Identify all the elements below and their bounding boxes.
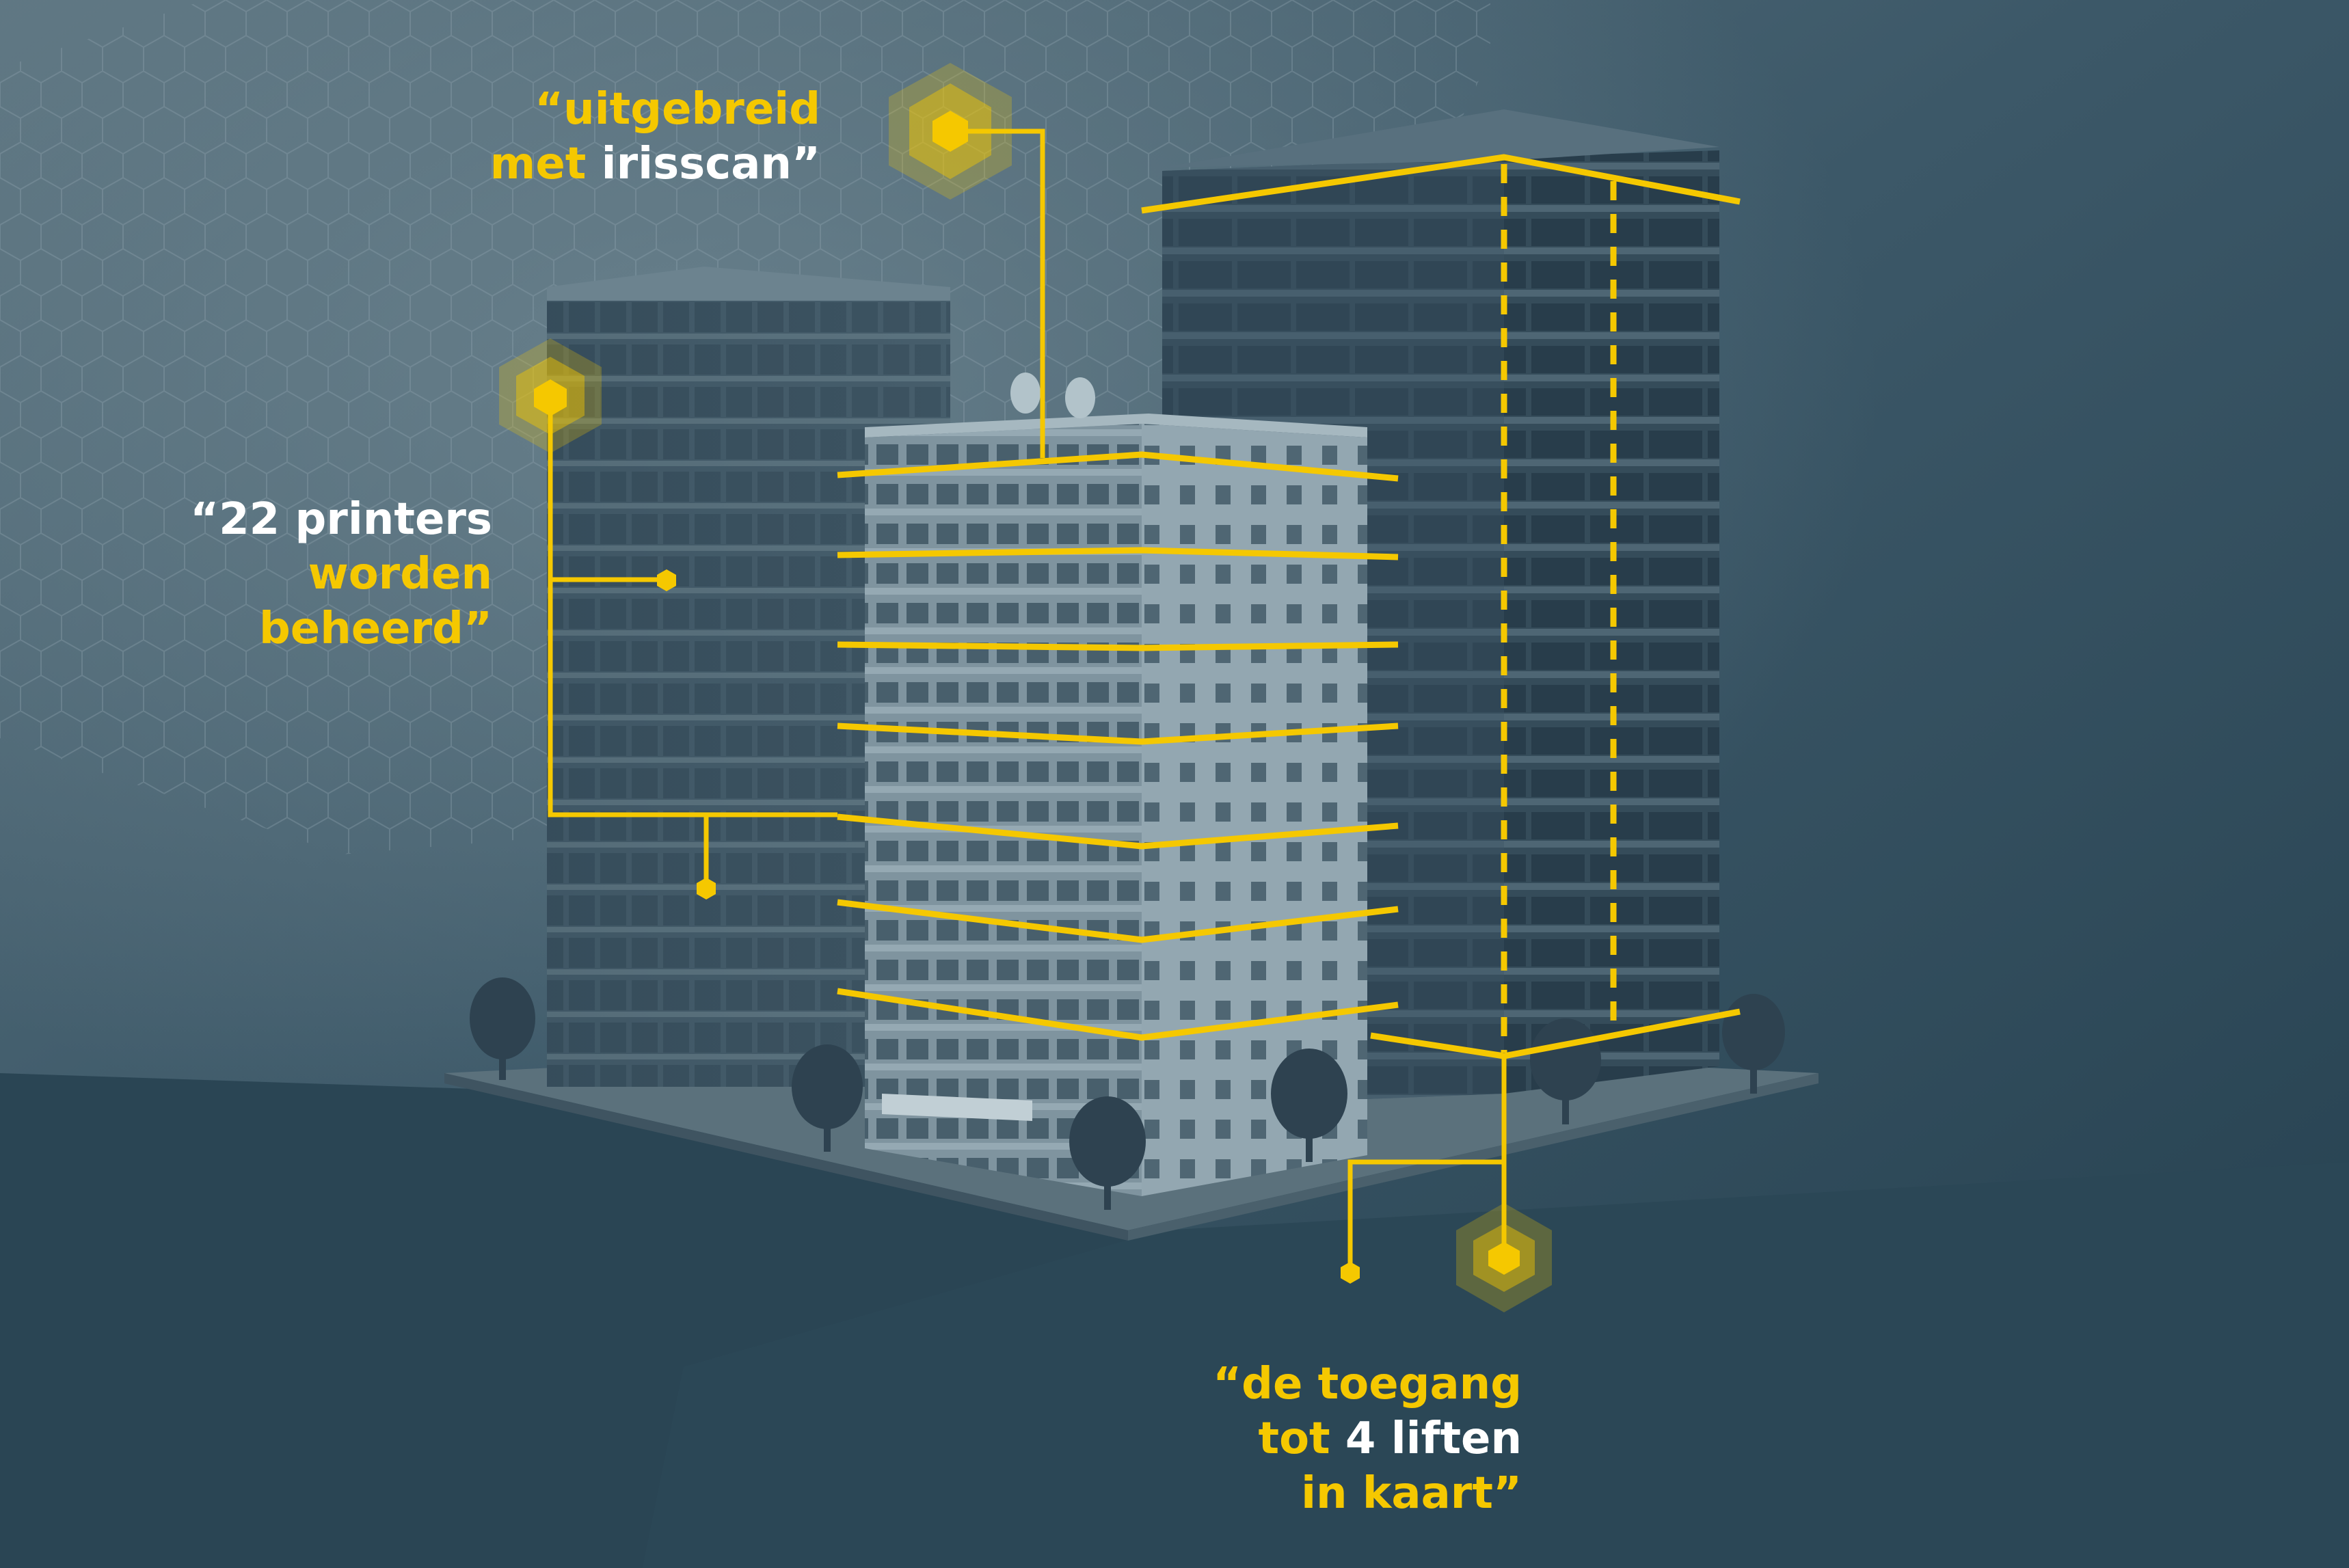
callout-text: 4 liften — [1345, 1414, 1522, 1464]
callout-line: “de toegang — [1213, 1357, 1522, 1411]
callout-line: “22 printers — [190, 492, 492, 547]
callout-text: “22 printers — [190, 494, 492, 545]
callout-line: in kaart” — [1213, 1466, 1522, 1521]
hexagon-node-icon — [499, 338, 602, 453]
callout-line: “uitgebreid — [490, 82, 820, 137]
callout-text: tot — [1258, 1414, 1345, 1464]
hexagon-dot-icon — [657, 569, 1360, 1284]
callout-text: worden — [308, 549, 492, 599]
callout-text: irisscan” — [601, 139, 820, 189]
callout-text: “uitgebreid — [535, 84, 820, 135]
callout-line: met irisscan” — [490, 137, 820, 191]
hexagon-node-icon — [889, 63, 1012, 200]
callout-text: in kaart” — [1301, 1468, 1522, 1519]
hexagon-node-icon — [1456, 1203, 1552, 1312]
callout-text: “de toegang — [1213, 1359, 1522, 1409]
callout-text: beheerd” — [258, 604, 492, 654]
callout-line: worden — [190, 547, 492, 601]
callout-line: beheerd” — [190, 601, 492, 656]
callout-line: tot 4 liften — [1213, 1411, 1522, 1466]
callout-text: met — [489, 139, 602, 189]
